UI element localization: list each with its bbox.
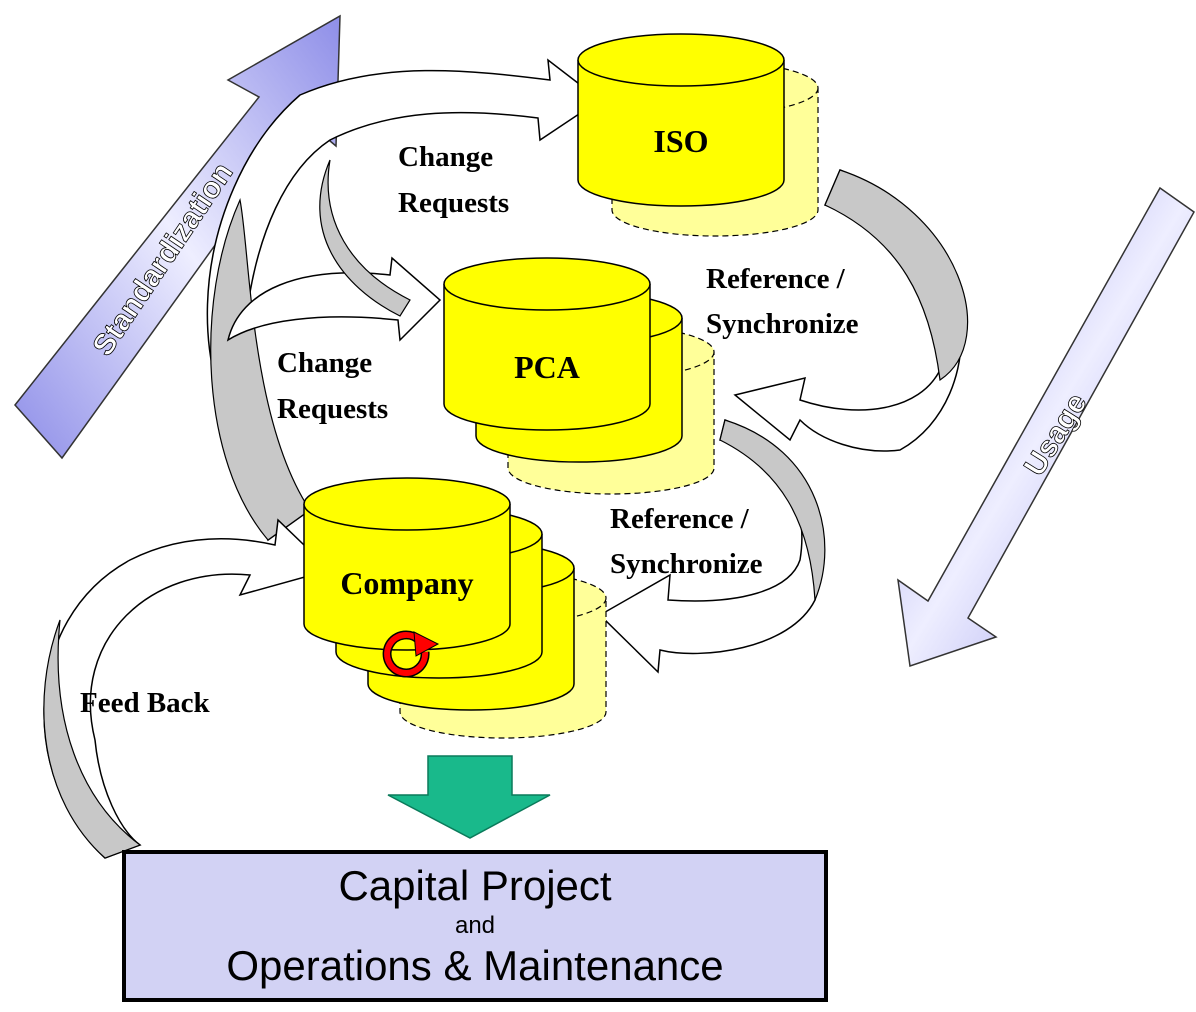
feedback-arrow bbox=[43, 518, 332, 859]
pca-label: PCA bbox=[514, 349, 580, 385]
change-requests-top-line1: Change bbox=[398, 141, 493, 173]
reference-sync-label-top: Reference / Synchronize bbox=[706, 263, 859, 340]
reference-arrow-iso-to-pca bbox=[733, 169, 969, 452]
reference-sync-mid-line1: Reference / bbox=[610, 503, 750, 535]
pca-database: PCA bbox=[443, 257, 715, 495]
capital-project-line3: Operations & Maintenance bbox=[226, 942, 724, 989]
iso-label: ISO bbox=[653, 123, 708, 159]
capital-project-box: Capital Project and Operations & Mainten… bbox=[122, 850, 828, 1002]
change-requests-label-mid: Change Requests bbox=[277, 347, 388, 425]
standardization-axis-arrow: Standardization bbox=[14, 14, 341, 460]
reference-sync-label-mid: Reference / Synchronize bbox=[610, 503, 763, 580]
capital-project-line2: and bbox=[454, 912, 496, 939]
company-database: Company bbox=[303, 477, 607, 739]
change-requests-top-line2: Requests bbox=[398, 187, 509, 219]
reference-arrow-pca-to-company bbox=[598, 418, 826, 674]
iso-database: ISO bbox=[577, 33, 819, 237]
feedback-label: Feed Back bbox=[80, 687, 211, 719]
change-requests-mid-line1: Change bbox=[277, 347, 372, 379]
reference-sync-top-line1: Reference / bbox=[706, 263, 846, 295]
capital-project-line1: Capital Project bbox=[338, 862, 612, 909]
change-requests-mid-line2: Requests bbox=[277, 393, 388, 425]
reference-sync-top-line2: Synchronize bbox=[706, 308, 859, 340]
down-arrow bbox=[387, 755, 551, 839]
reference-sync-mid-line2: Synchronize bbox=[610, 548, 763, 580]
change-request-arrow-company-to-iso bbox=[206, 58, 602, 542]
change-request-arrow-company-to-pca bbox=[226, 159, 442, 342]
company-label: Company bbox=[340, 565, 473, 601]
cycle-icon bbox=[382, 630, 440, 678]
change-requests-label-top: Change Requests bbox=[398, 141, 509, 219]
